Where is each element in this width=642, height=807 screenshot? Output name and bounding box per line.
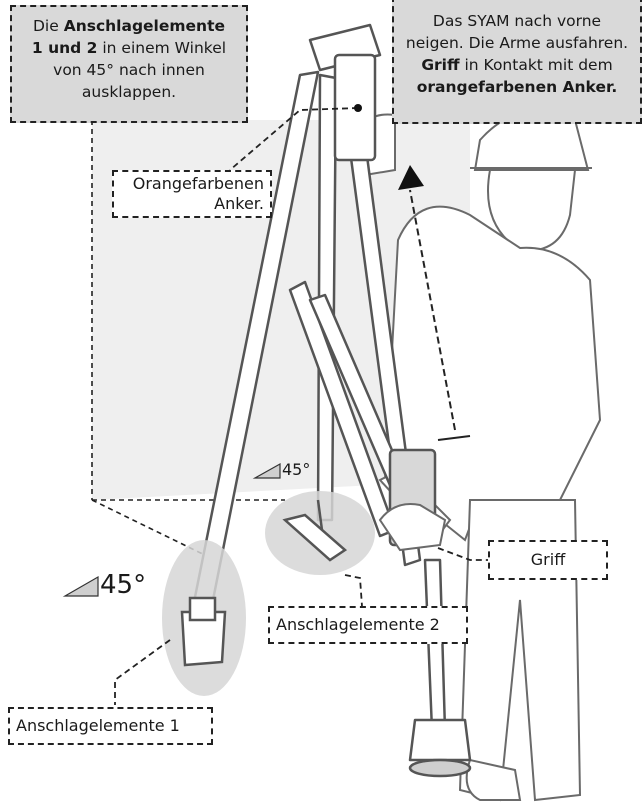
angle-label-small: 45° bbox=[282, 460, 310, 479]
instruction-callout-right: Das SYAM nach vorne neigen. Die Arme aus… bbox=[392, 0, 642, 124]
angle-icon-large bbox=[65, 577, 98, 596]
label-orange-anchor: Orangefarbenen Anker. bbox=[112, 170, 272, 218]
label-element-2: Anschlagelemente 2 bbox=[268, 606, 468, 644]
instruction-callout-left: Die Anschlagelemente 1 und 2 in einem Wi… bbox=[10, 5, 248, 123]
anchor-point bbox=[354, 104, 362, 112]
angle-label-large: 45° bbox=[100, 570, 146, 600]
label-element-1: Anschlagelemente 1 bbox=[8, 707, 213, 745]
label-griff: Griff bbox=[488, 540, 608, 580]
